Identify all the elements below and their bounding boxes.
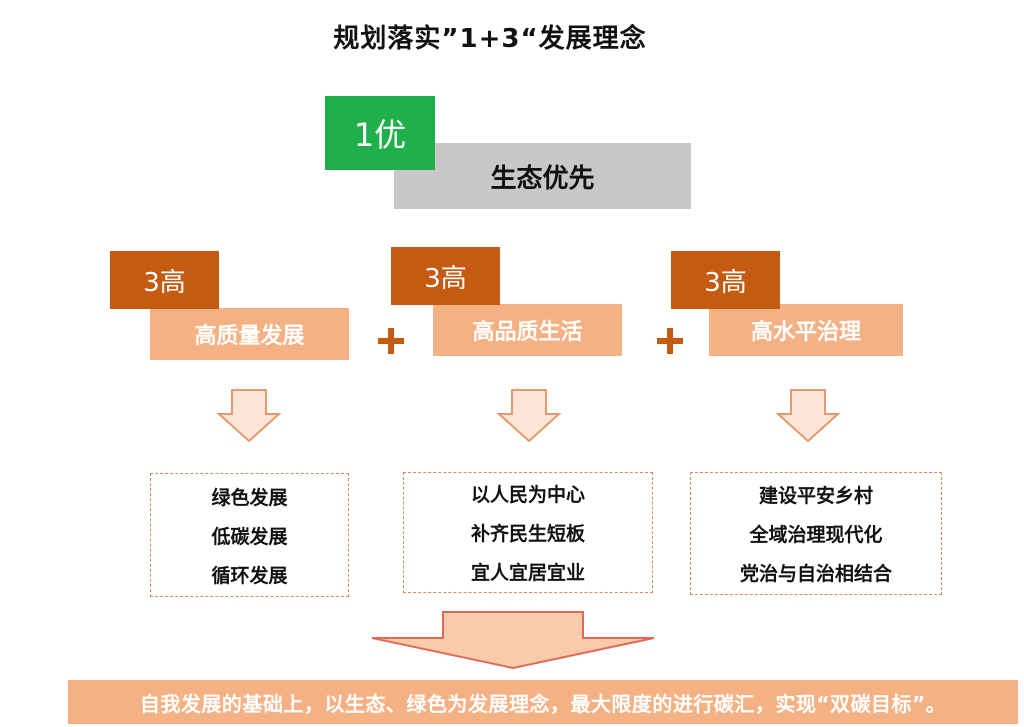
high-quality-life-label: 高品质生活: [433, 304, 622, 356]
ecology-first-label: 生态优先: [394, 143, 691, 209]
down-arrow-icon-2: [496, 389, 562, 443]
livelihood-list-box: 以人民为中心 补齐民生短板 宜人宜居宜业: [403, 472, 653, 593]
governance-list-box: 建设平安乡村 全域治理现代化 党治与自治相结合: [690, 472, 942, 595]
down-arrow-icon-3: [775, 389, 841, 443]
development-list-box: 绿色发展 低碳发展 循环发展: [150, 473, 349, 597]
high-level-governance-label: 高水平治理: [709, 304, 903, 356]
list-item: 党治与自治相结合: [739, 563, 892, 585]
conclusion-banner: 自我发展的基础上，以生态、绿色为发展理念，最大限度的进行碳汇，实现“双碳目标”。: [68, 680, 1018, 724]
list-item: 绿色发展: [211, 486, 288, 509]
high-quality-development-label: 高质量发展: [150, 308, 349, 360]
down-arrow-icon-1: [216, 389, 282, 443]
list-item: 建设平安乡村: [758, 485, 873, 507]
page-title: 规划落实”1+3“发展理念: [333, 24, 647, 54]
list-item: 循环发展: [211, 564, 288, 587]
list-item: 补齐民生短板: [470, 523, 585, 545]
big-down-arrow-icon: [371, 611, 655, 670]
three-high-badge-2: 3高: [391, 247, 500, 305]
list-item: 全域治理现代化: [749, 524, 883, 546]
plus-icon-1: [378, 328, 404, 354]
list-item: 以人民为中心: [470, 484, 585, 506]
list-item: 宜人宜居宜业: [470, 562, 585, 584]
three-high-badge-3: 3高: [671, 251, 780, 309]
list-item: 低碳发展: [211, 525, 288, 548]
ecology-first-text: 生态优先: [490, 163, 595, 194]
one-priority-badge: 1优: [325, 96, 435, 170]
plus-icon-2: [657, 328, 683, 354]
three-high-badge-1: 3高: [110, 251, 219, 309]
